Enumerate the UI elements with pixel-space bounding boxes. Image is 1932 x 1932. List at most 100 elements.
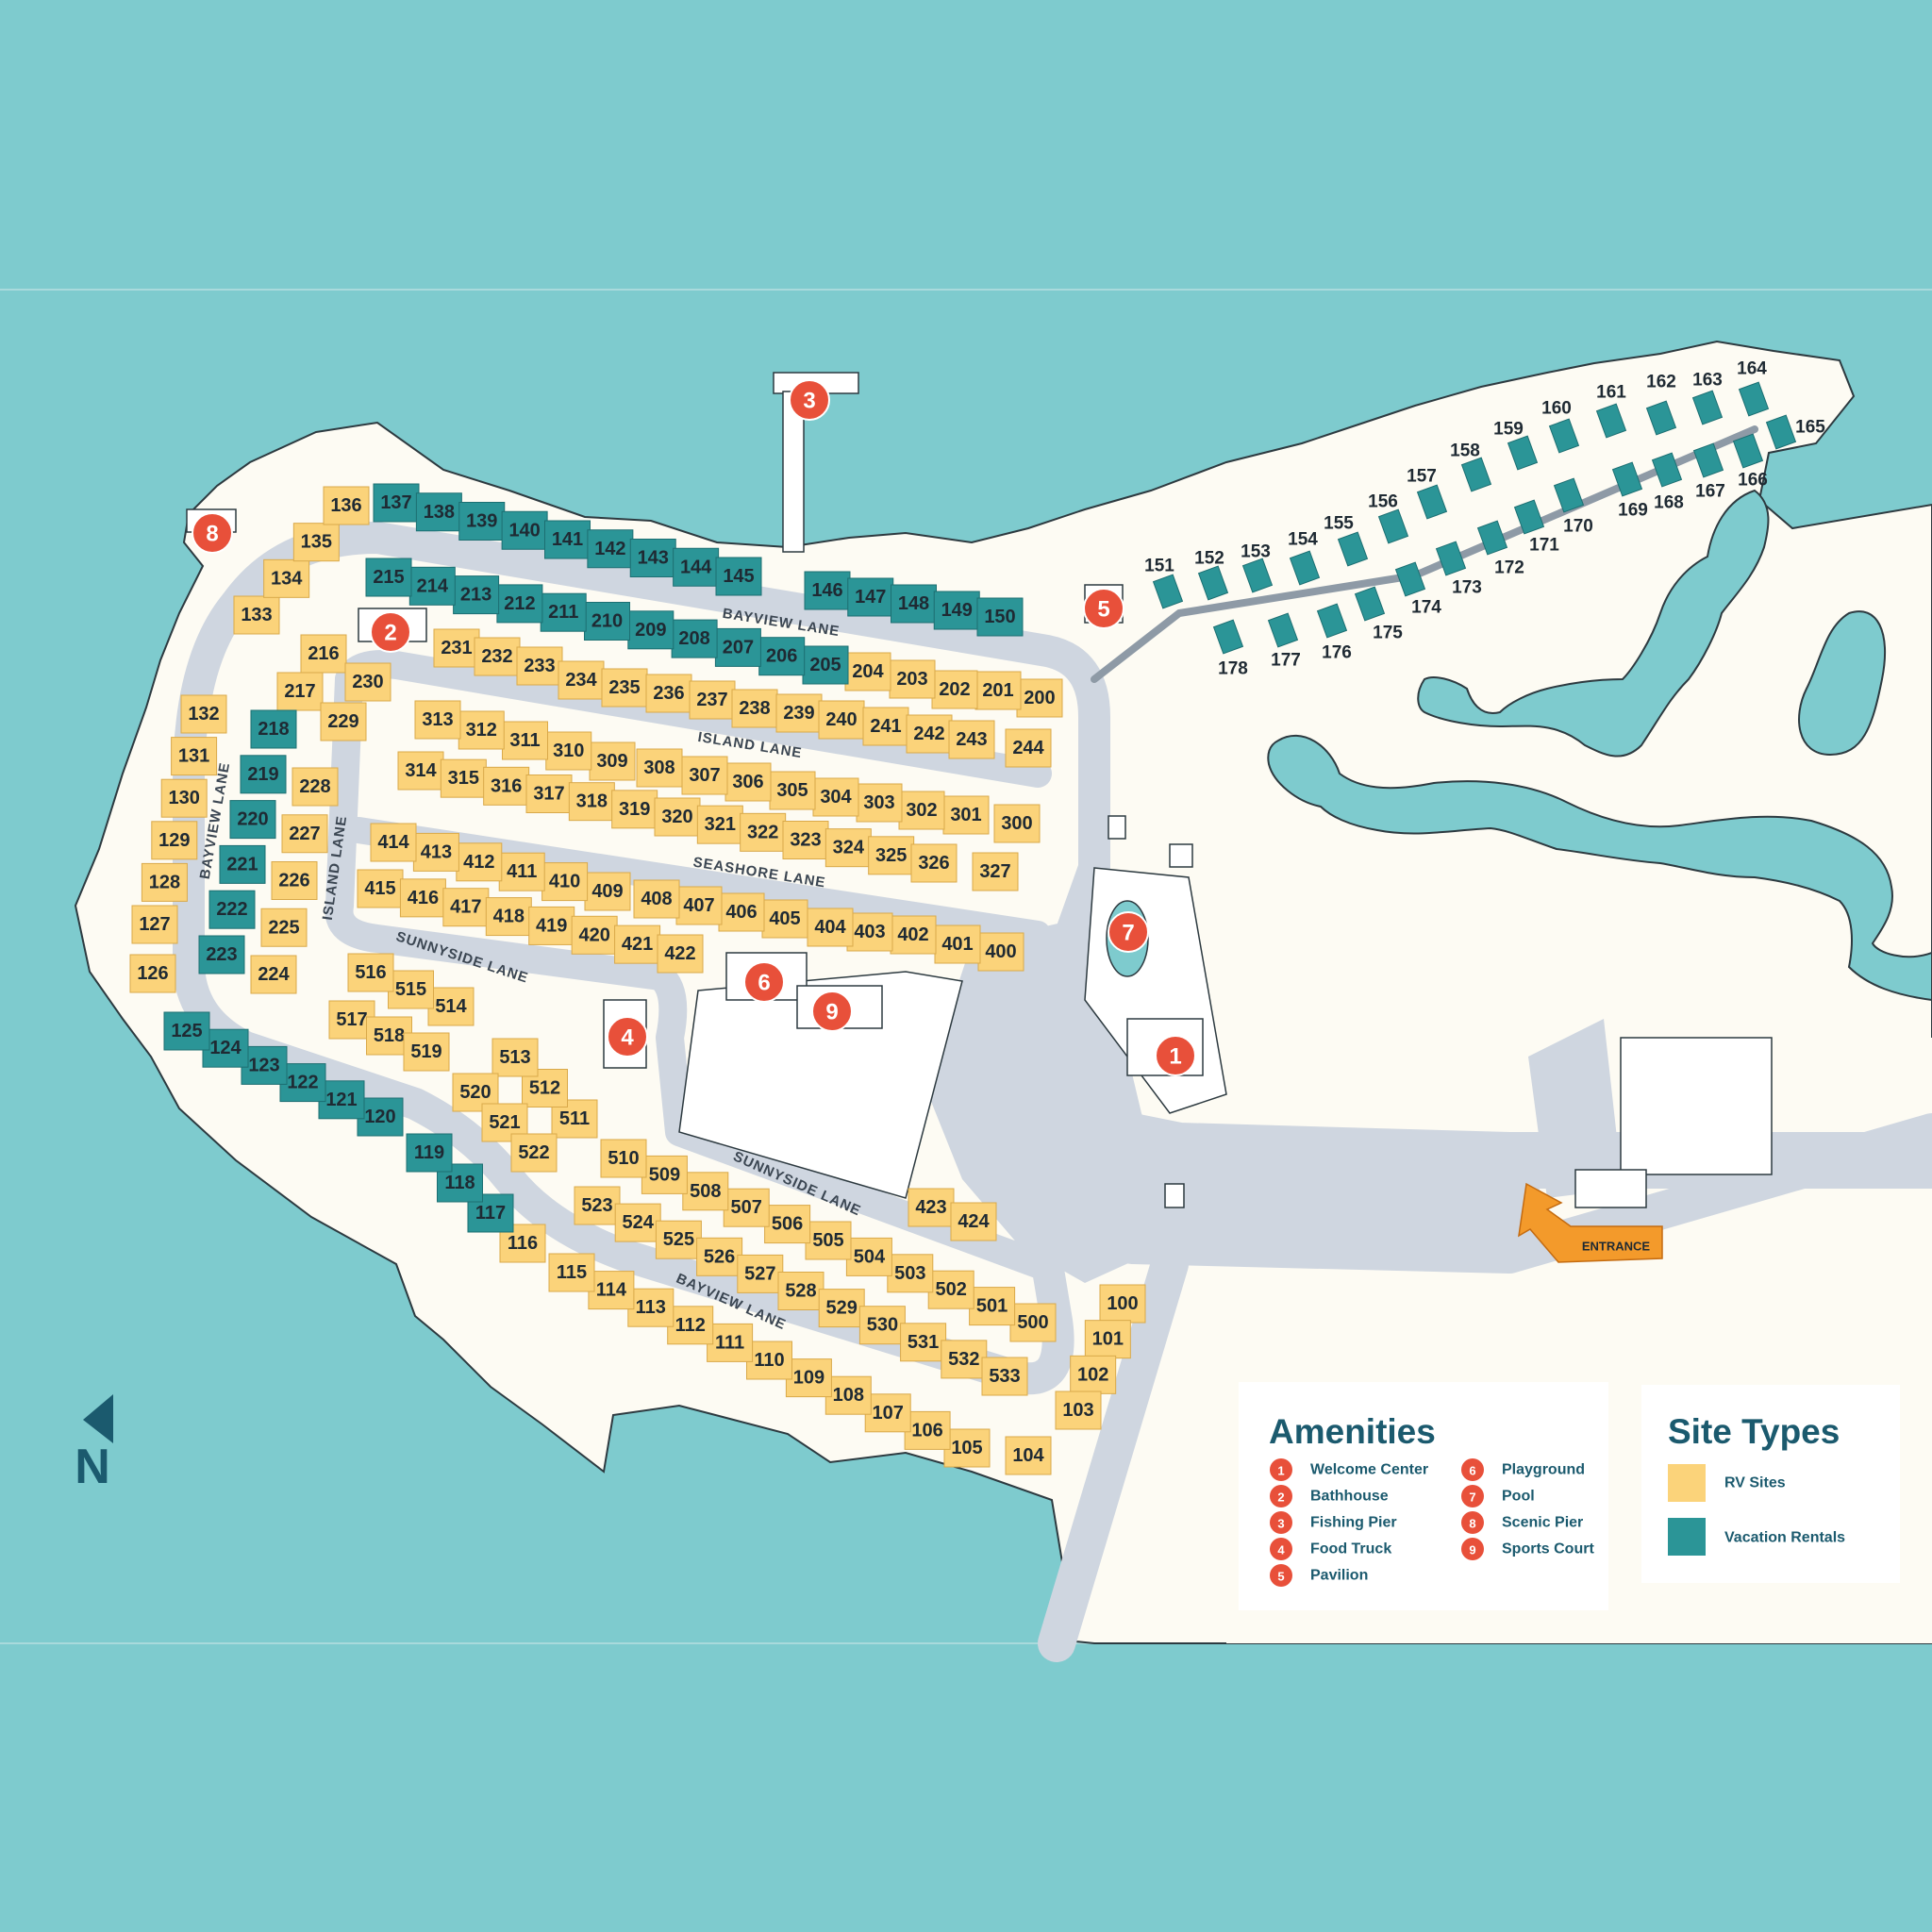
rental-site-214[interactable]: 214 bbox=[408, 566, 456, 606]
rental-site-210[interactable]: 210 bbox=[584, 602, 630, 641]
rv-site-101[interactable]: 101 bbox=[1084, 1320, 1131, 1359]
rv-site-128[interactable]: 128 bbox=[141, 862, 188, 902]
rv-site-526[interactable]: 526 bbox=[696, 1237, 743, 1276]
rv-site-131[interactable]: 131 bbox=[171, 737, 218, 776]
cabin-177[interactable]: 177 bbox=[1267, 612, 1301, 671]
rv-site-323[interactable]: 323 bbox=[782, 821, 829, 859]
rv-site-505[interactable]: 505 bbox=[805, 1221, 852, 1260]
amenity-pin-3[interactable]: 3 bbox=[789, 379, 830, 421]
rv-site-129[interactable]: 129 bbox=[151, 821, 198, 860]
cabin-169[interactable]: 169 bbox=[1611, 461, 1648, 521]
rv-site-239[interactable]: 239 bbox=[775, 693, 823, 733]
rental-site-219[interactable]: 219 bbox=[240, 755, 287, 794]
rv-site-236[interactable]: 236 bbox=[645, 674, 692, 713]
rv-site-132[interactable]: 132 bbox=[180, 694, 227, 734]
rv-site-515[interactable]: 515 bbox=[388, 970, 434, 1009]
rv-site-409[interactable]: 409 bbox=[584, 872, 631, 911]
rental-site-211[interactable]: 211 bbox=[540, 592, 587, 632]
rv-site-228[interactable]: 228 bbox=[291, 767, 339, 807]
rv-site-324[interactable]: 324 bbox=[824, 828, 872, 868]
cabin-173[interactable]: 173 bbox=[1435, 541, 1482, 598]
cabin-153[interactable]: 153 bbox=[1241, 542, 1274, 593]
rv-site-320[interactable]: 320 bbox=[654, 797, 701, 837]
rv-site-110[interactable]: 110 bbox=[746, 1341, 792, 1380]
rental-site-208[interactable]: 208 bbox=[671, 619, 718, 658]
cabin-172[interactable]: 172 bbox=[1476, 520, 1524, 578]
rental-site-120[interactable]: 120 bbox=[357, 1097, 404, 1137]
cabin-157[interactable]: 157 bbox=[1407, 467, 1448, 520]
rv-site-301[interactable]: 301 bbox=[942, 795, 990, 835]
rv-site-230[interactable]: 230 bbox=[344, 662, 391, 702]
rv-site-516[interactable]: 516 bbox=[347, 953, 394, 992]
rental-site-143[interactable]: 143 bbox=[629, 539, 676, 577]
amenity-pin-4[interactable]: 4 bbox=[607, 1016, 648, 1058]
rv-site-133[interactable]: 133 bbox=[233, 595, 280, 635]
rv-site-511[interactable]: 511 bbox=[551, 1099, 598, 1139]
amenity-pin-9[interactable]: 9 bbox=[811, 991, 853, 1032]
rv-site-234[interactable]: 234 bbox=[558, 660, 605, 700]
rv-site-501[interactable]: 501 bbox=[969, 1287, 1016, 1326]
rv-site-103[interactable]: 103 bbox=[1055, 1391, 1102, 1430]
rv-site-244[interactable]: 244 bbox=[1005, 728, 1052, 768]
rental-site-222[interactable]: 222 bbox=[208, 890, 256, 929]
rv-site-136[interactable]: 136 bbox=[323, 486, 370, 525]
rv-site-134[interactable]: 134 bbox=[263, 558, 310, 598]
rv-site-303[interactable]: 303 bbox=[856, 783, 903, 823]
rv-site-402[interactable]: 402 bbox=[890, 915, 937, 955]
rv-site-407[interactable]: 407 bbox=[675, 886, 723, 925]
rental-site-207[interactable]: 207 bbox=[714, 627, 761, 667]
rv-site-519[interactable]: 519 bbox=[403, 1032, 450, 1072]
cabin-168[interactable]: 168 bbox=[1651, 452, 1684, 513]
rv-site-525[interactable]: 525 bbox=[655, 1220, 702, 1259]
rental-site-142[interactable]: 142 bbox=[587, 529, 634, 569]
rv-site-503[interactable]: 503 bbox=[887, 1254, 934, 1293]
rv-site-504[interactable]: 504 bbox=[845, 1237, 892, 1276]
rv-site-514[interactable]: 514 bbox=[427, 987, 475, 1026]
rental-site-205[interactable]: 205 bbox=[802, 645, 849, 685]
cabin-164[interactable]: 164 bbox=[1737, 359, 1770, 417]
rental-site-206[interactable]: 206 bbox=[758, 637, 806, 676]
rv-site-527[interactable]: 527 bbox=[737, 1254, 784, 1293]
rv-site-522[interactable]: 522 bbox=[510, 1133, 558, 1173]
rental-site-213[interactable]: 213 bbox=[453, 575, 500, 615]
rv-site-314[interactable]: 314 bbox=[397, 751, 444, 791]
rv-site-135[interactable]: 135 bbox=[292, 523, 340, 562]
rental-site-123[interactable]: 123 bbox=[241, 1045, 288, 1085]
rv-site-203[interactable]: 203 bbox=[889, 659, 936, 699]
rv-site-229[interactable]: 229 bbox=[320, 702, 367, 741]
rv-site-130[interactable]: 130 bbox=[160, 778, 208, 818]
rv-site-306[interactable]: 306 bbox=[724, 762, 772, 802]
rv-site-530[interactable]: 530 bbox=[858, 1306, 906, 1345]
rv-site-509[interactable]: 509 bbox=[641, 1155, 688, 1194]
rv-site-322[interactable]: 322 bbox=[740, 812, 787, 852]
cabin-160[interactable]: 160 bbox=[1541, 399, 1580, 454]
cabin-159[interactable]: 159 bbox=[1493, 420, 1539, 471]
rv-site-243[interactable]: 243 bbox=[948, 720, 995, 759]
rental-site-145[interactable]: 145 bbox=[715, 557, 762, 596]
rv-site-237[interactable]: 237 bbox=[689, 680, 736, 720]
rental-site-144[interactable]: 144 bbox=[673, 547, 720, 587]
rental-site-215[interactable]: 215 bbox=[365, 558, 412, 597]
cabin-163[interactable]: 163 bbox=[1691, 371, 1724, 425]
rv-site-406[interactable]: 406 bbox=[718, 892, 765, 932]
cabin-162[interactable]: 162 bbox=[1645, 373, 1677, 436]
rv-site-241[interactable]: 241 bbox=[862, 707, 909, 746]
rv-site-226[interactable]: 226 bbox=[271, 861, 318, 900]
rental-site-209[interactable]: 209 bbox=[627, 610, 675, 650]
rv-site-102[interactable]: 102 bbox=[1070, 1355, 1117, 1394]
rv-site-240[interactable]: 240 bbox=[818, 700, 865, 740]
rv-site-127[interactable]: 127 bbox=[131, 905, 178, 944]
cabin-175[interactable]: 175 bbox=[1354, 586, 1404, 643]
rv-site-532[interactable]: 532 bbox=[941, 1340, 988, 1379]
rv-site-310[interactable]: 310 bbox=[545, 731, 592, 771]
rv-site-412[interactable]: 412 bbox=[456, 842, 503, 882]
rv-site-315[interactable]: 315 bbox=[440, 758, 487, 798]
rv-site-316[interactable]: 316 bbox=[483, 766, 530, 806]
rv-site-200[interactable]: 200 bbox=[1016, 678, 1063, 718]
rental-site-139[interactable]: 139 bbox=[458, 502, 506, 541]
cabin-178[interactable]: 178 bbox=[1212, 619, 1248, 679]
rental-site-146[interactable]: 146 bbox=[804, 571, 851, 610]
rv-site-513[interactable]: 513 bbox=[491, 1038, 539, 1077]
rv-site-420[interactable]: 420 bbox=[571, 915, 618, 955]
rv-site-410[interactable]: 410 bbox=[541, 862, 589, 902]
